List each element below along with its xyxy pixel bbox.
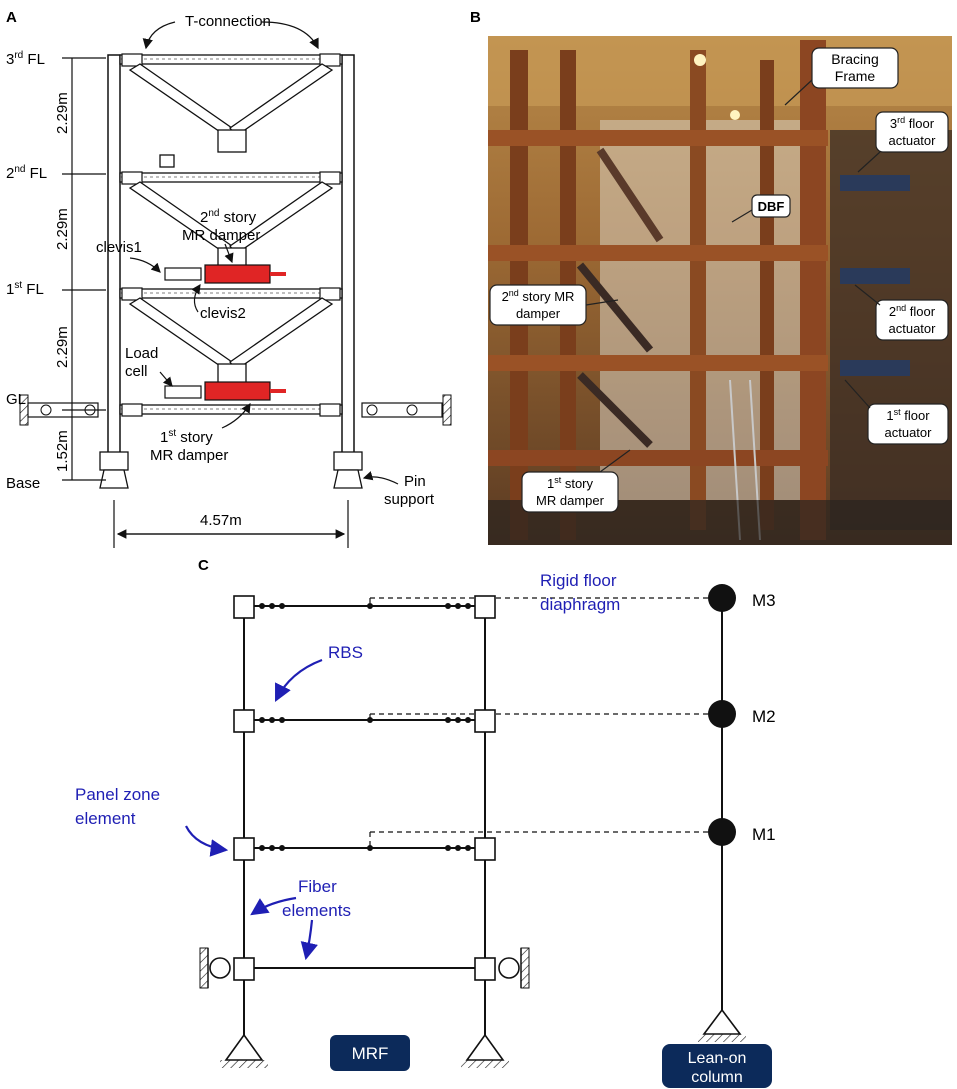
rbs-label: RBS xyxy=(328,643,363,662)
svg-text:2nd FL: 2nd FL xyxy=(6,164,47,182)
svg-text:MR damper: MR damper xyxy=(536,493,605,508)
svg-text:1st FL: 1st FL xyxy=(6,280,44,298)
pin-supports xyxy=(99,451,363,489)
gl-label: GL xyxy=(6,391,26,408)
mr-damper-2 xyxy=(164,264,286,284)
damper1-label-line2: MR damper xyxy=(150,447,228,464)
svg-text:1.52m: 1.52m xyxy=(54,430,71,472)
svg-text:2nd story MR: 2nd story MR xyxy=(502,288,575,304)
svg-text:MRF: MRF xyxy=(352,1044,389,1063)
mass-m1-label: M1 xyxy=(752,825,776,844)
svg-text:column: column xyxy=(691,1069,743,1086)
callout-3rd-floor-actuator: 3rd floor actuator xyxy=(857,111,949,173)
mass-m3 xyxy=(708,584,736,612)
left-column xyxy=(107,54,121,471)
pin-support-label-line2: support xyxy=(384,491,435,508)
t-connection-label: T-connection xyxy=(185,13,271,30)
svg-text:1st floor: 1st floor xyxy=(886,407,930,423)
rigid-links xyxy=(369,597,722,848)
blue-arrows xyxy=(185,658,323,961)
rigid-floor-label-line2: diaphragm xyxy=(540,595,620,614)
svg-text:2nd floor: 2nd floor xyxy=(889,303,936,319)
width-label: 4.57m xyxy=(200,512,242,529)
panel-a-letter: A xyxy=(6,9,17,26)
clevis1-label: clevis1 xyxy=(96,239,142,256)
fiber-label-line1: Fiber xyxy=(298,877,337,896)
svg-text:3rd FL: 3rd FL xyxy=(6,50,45,68)
panel-c: C xyxy=(75,557,776,1088)
chevron-braces xyxy=(128,63,334,389)
damper2-label-line1: 2nd story xyxy=(200,208,257,226)
svg-text:Lean-on: Lean-on xyxy=(688,1050,747,1067)
mrf-pin-supports xyxy=(220,1033,509,1068)
callout-2nd-floor-actuator: 2nd floor actuator xyxy=(854,284,949,341)
damper1-label-line1: 1st story xyxy=(160,428,213,446)
floor-beams xyxy=(119,54,343,415)
panel-zones xyxy=(233,595,496,981)
height-dimensions xyxy=(62,57,106,481)
right-column xyxy=(341,54,355,471)
svg-text:actuator: actuator xyxy=(889,321,937,336)
svg-text:2.29m: 2.29m xyxy=(54,326,71,368)
blue-annotations: Rigid floor diaphragm RBS Panel zone ele… xyxy=(75,571,620,920)
connection-plates xyxy=(121,53,341,417)
hinge-dots xyxy=(259,603,471,851)
mrf-badge: MRF xyxy=(330,1035,410,1071)
mr-damper-1 xyxy=(164,381,286,401)
svg-text:2.29m: 2.29m xyxy=(54,208,71,250)
svg-text:DBF: DBF xyxy=(758,199,785,214)
svg-text:Bracing: Bracing xyxy=(831,51,878,67)
svg-text:1st story: 1st story xyxy=(547,475,594,491)
width-dimension xyxy=(113,500,349,548)
panel-c-letter: C xyxy=(198,557,209,574)
panel-zone-label-line1: Panel zone xyxy=(75,785,160,804)
callout-1st-story-mr-damper: 1st story MR damper xyxy=(521,449,631,513)
load-cell-label-line1: Load xyxy=(125,345,158,362)
svg-text:actuator: actuator xyxy=(889,133,937,148)
panel-zone-label-line2: element xyxy=(75,809,136,828)
fiber-label-line2: elements xyxy=(282,901,351,920)
t-connection-arrow-right xyxy=(261,21,319,50)
rigid-floor-label-line1: Rigid floor xyxy=(540,571,617,590)
svg-text:2.29m: 2.29m xyxy=(54,92,71,134)
clevis2-label: clevis2 xyxy=(200,305,246,322)
svg-text:Frame: Frame xyxy=(835,68,876,84)
callout-2nd-story-mr-damper: 2nd story MR damper xyxy=(489,284,619,326)
callout-dbf: DBF xyxy=(731,194,791,223)
mrf-beams xyxy=(244,605,485,969)
svg-text:3rd floor: 3rd floor xyxy=(890,115,935,131)
height-labels: 2.29m 2.29m 2.29m 1.52m xyxy=(54,92,71,472)
callout-1st-floor-actuator: 1st floor actuator xyxy=(844,379,949,445)
mass-m3-label: M3 xyxy=(752,591,776,610)
lean-on-pin-support xyxy=(698,1008,746,1042)
base-label: Base xyxy=(6,475,40,492)
panel-a: A T-connection xyxy=(6,9,452,548)
svg-text:damper: damper xyxy=(516,306,561,321)
pin-support-label-line1: Pin xyxy=(404,473,426,490)
panel-b-letter: B xyxy=(470,9,481,26)
load-cell-label-line2: cell xyxy=(125,363,148,380)
damper2-label-line2: MR damper xyxy=(182,227,260,244)
lean-on-column-badge: Lean-on column xyxy=(662,1044,772,1088)
mass-m2 xyxy=(708,700,736,728)
floor-labels: 3rd FL 2nd FL 1st FL GL Base xyxy=(6,50,47,492)
svg-text:actuator: actuator xyxy=(885,425,933,440)
callout-bracing-frame: Bracing Frame xyxy=(784,47,899,106)
t-connection-arrow-left xyxy=(142,21,176,50)
roller-supports xyxy=(199,947,530,989)
panel-b: B xyxy=(470,9,952,545)
mass-m1 xyxy=(708,818,736,846)
mass-m2-label: M2 xyxy=(752,707,776,726)
